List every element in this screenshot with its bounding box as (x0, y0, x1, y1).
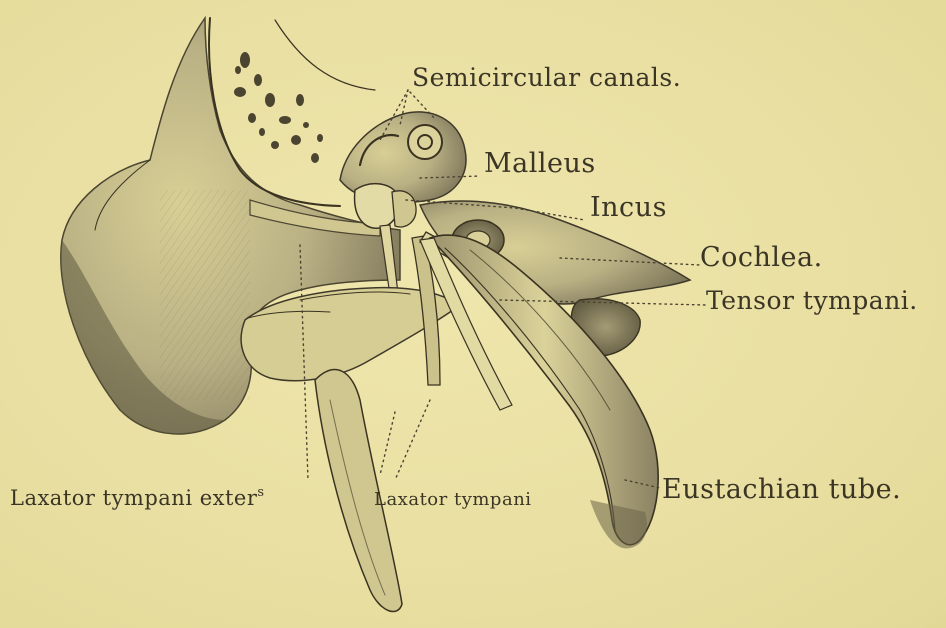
label-laxator-tympani-exter: Laxator tympani exters (10, 485, 265, 510)
label-tensor-tympani: Tensor tympani. (706, 286, 918, 315)
mastoid-cells (234, 52, 323, 163)
label-semicircular-canals: Semicircular canals. (412, 63, 681, 92)
label-laxator-tympani: Laxator tympani (374, 489, 532, 510)
label-malleus: Malleus (484, 148, 596, 179)
malleus-head (355, 184, 400, 229)
label-eustachian-tube: Eustachian tube. (662, 474, 901, 505)
label-cochlea: Cochlea. (700, 242, 823, 273)
label-incus: Incus (590, 192, 667, 223)
